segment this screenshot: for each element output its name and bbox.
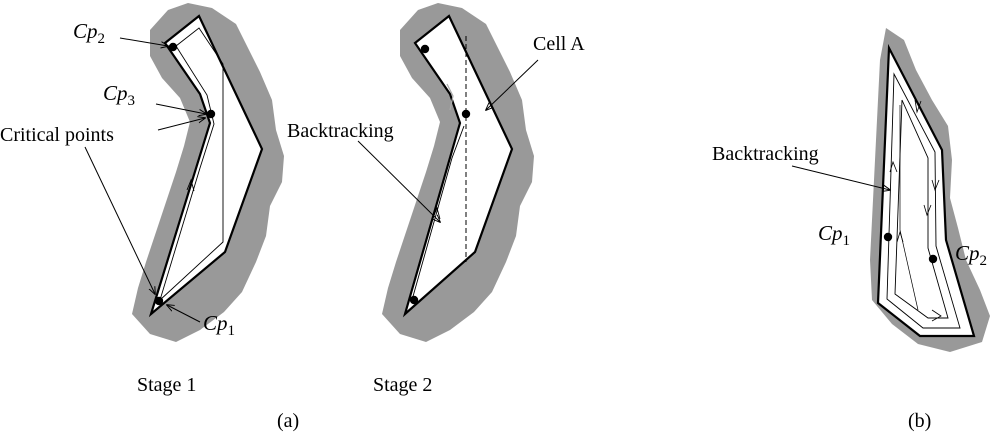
panel-b-arrow-1	[889, 160, 898, 173]
critical-to-cp1-arrow	[84, 146, 155, 294]
panel-b-arrow-4	[931, 179, 940, 192]
cp1-label: Cp1	[203, 311, 235, 339]
cell-a-arrow	[486, 59, 539, 110]
stage1-caption: Stage 1	[137, 374, 196, 396]
panel-b-inner-loop	[894, 99, 949, 319]
stage1-shape	[132, 3, 284, 342]
panel-a-caption: (a)	[277, 410, 299, 432]
stage2-dot-top	[420, 44, 430, 54]
panel-b-shape	[870, 28, 990, 352]
cp3-leader-arrow	[155, 103, 206, 114]
panel-b-backtracking-arrow	[791, 165, 890, 190]
stage1-cp1-dot	[154, 296, 164, 306]
stage1-cp2-dot	[168, 42, 178, 52]
stage2-backtracking-arrow	[357, 140, 440, 222]
cp3-label: Cp3	[103, 81, 135, 109]
stage2-free-region	[402, 14, 514, 318]
panel-b-arrow-3	[923, 204, 932, 217]
stage2-dot-bottom	[409, 295, 419, 305]
panel-b-outer-loop	[886, 72, 961, 329]
cp1-leader-arrow	[167, 305, 201, 323]
cell-a-label: Cell A	[533, 33, 585, 55]
stage2-caption: Stage 2	[373, 374, 432, 396]
panel-b-free-region	[876, 43, 976, 338]
stage1-path-arrow	[186, 178, 195, 192]
panel-b-cp2-label: Cp2	[955, 241, 987, 269]
cp2-label: Cp2	[73, 19, 105, 47]
stage2-backtracking-label: Backtracking	[287, 120, 394, 142]
critical-points-label: Critical points	[0, 124, 114, 146]
stage1-cp3-dot	[206, 109, 216, 119]
panel-b-arrow-2	[896, 230, 904, 243]
stage2-backtrack-gray	[446, 83, 454, 111]
panel-b-arrow-5	[914, 99, 922, 114]
critical-to-cp3-arrow	[157, 118, 205, 131]
panel-b-cp1-label: Cp1	[818, 221, 850, 249]
panel-b-caption: (b)	[908, 410, 931, 432]
stage2-shape	[382, 3, 534, 342]
panel-b-mid-line	[899, 105, 919, 311]
panel-b-backtracking-label: Backtracking	[712, 143, 819, 165]
panel-b-cp1-dot	[883, 232, 893, 242]
panel-b-arrow-6	[931, 309, 942, 322]
panel-b-cp2-dot	[928, 254, 938, 264]
cp2-leader-arrow	[119, 37, 168, 46]
stage2-backtracking-path	[411, 125, 465, 301]
stage2-dot-middle	[461, 109, 471, 119]
